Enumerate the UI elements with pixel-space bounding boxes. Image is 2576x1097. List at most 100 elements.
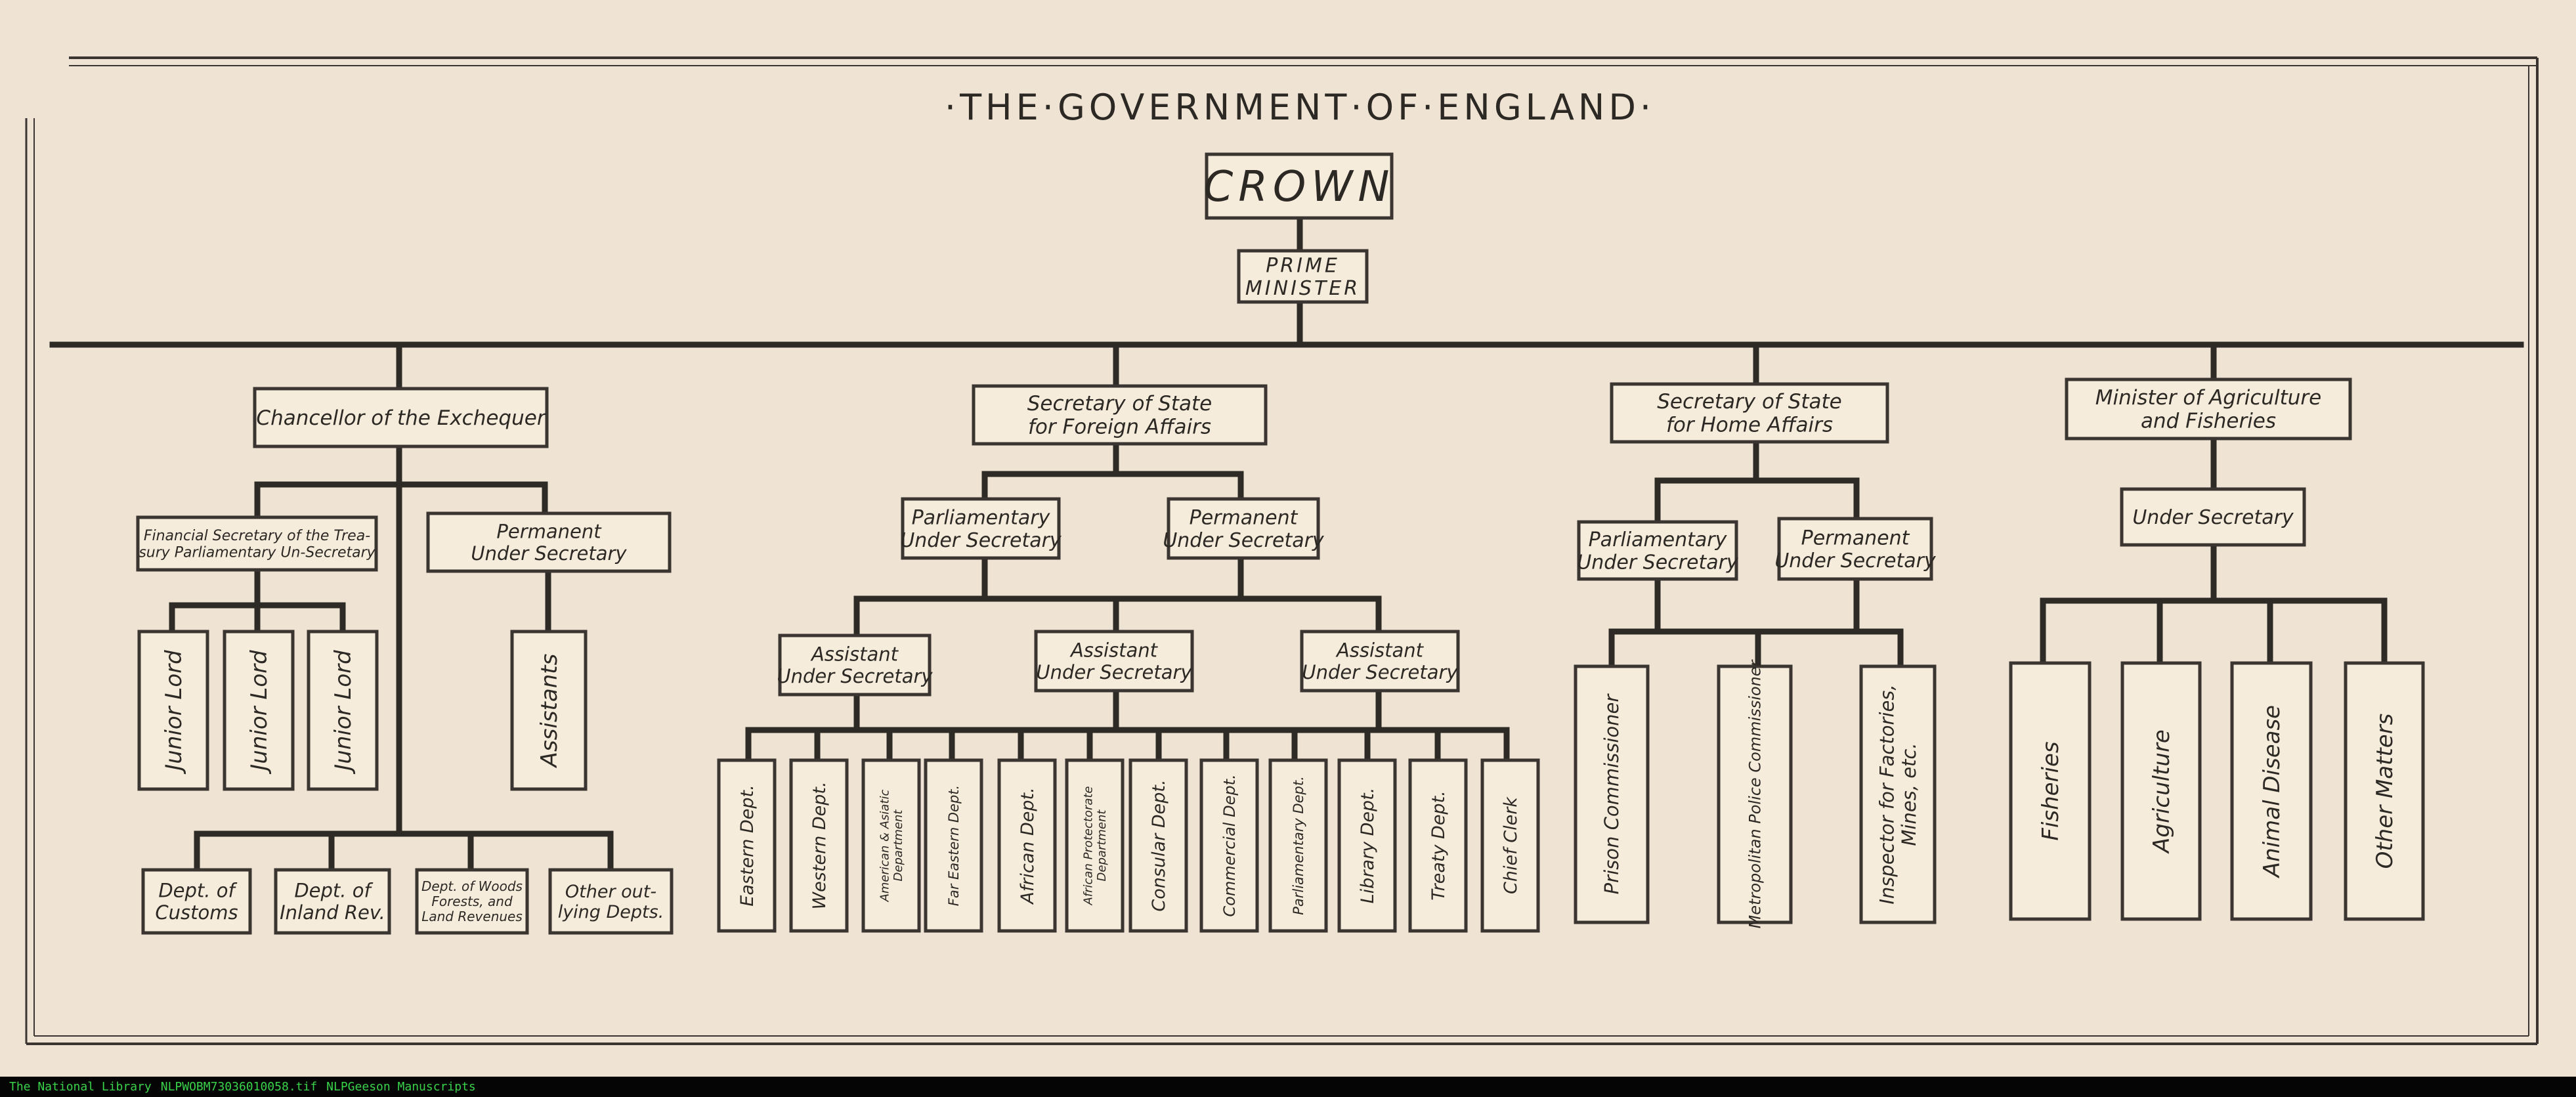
box-label: Agriculture — [2149, 729, 2175, 854]
box-label: Under Secretary — [1163, 529, 1325, 552]
box-border — [1859, 664, 1937, 924]
other-matters-box: Other Matters — [2344, 661, 2425, 921]
foreign-dept-box-5: African Dept. — [997, 758, 1057, 933]
box-label: Forests, and — [431, 893, 513, 909]
animal-disease-box: Animal Disease — [2230, 661, 2313, 921]
box-label: for Foreign Affairs — [1028, 416, 1211, 439]
box-label: Department — [891, 809, 905, 882]
box-label: Under Secretary — [2132, 506, 2294, 529]
box-border — [307, 630, 379, 791]
box-border — [274, 868, 391, 935]
box-label: sury Parliamentary Un-Secretary — [139, 544, 376, 561]
box-border — [1199, 758, 1259, 933]
box-border — [510, 630, 588, 791]
box-border — [1777, 517, 1933, 581]
box-border — [861, 758, 921, 933]
box-label: Permanent — [1801, 527, 1910, 549]
box-label: Far Eastern Dept. — [946, 785, 962, 906]
financial-secretary-box: Financial Secretary of the Trea-sury Par… — [136, 515, 378, 572]
box-border — [2344, 661, 2425, 921]
box-border — [2120, 487, 2306, 547]
footer-collection: NLPGeeson Manuscripts — [326, 1080, 476, 1094]
box-label: Eastern Dept. — [737, 785, 758, 906]
box-border — [426, 511, 672, 573]
box-border — [1337, 758, 1397, 933]
box-label: Prison Commissioner — [1600, 693, 1623, 895]
box-label: African Protectorate — [1081, 786, 1095, 905]
box-label: Inspector for Factories, — [1876, 684, 1898, 904]
box-border — [972, 384, 1268, 446]
agriculture-under-secretary-box: Under Secretary — [2120, 487, 2306, 547]
box-label: African Dept. — [1018, 787, 1038, 905]
box-border — [924, 758, 983, 933]
box-border — [1480, 758, 1540, 933]
box-border — [1717, 664, 1793, 924]
box-label: Parliamentary — [912, 506, 1051, 529]
box-border — [1610, 382, 1889, 444]
footer-file: NLPWOBM73036010058.tif — [160, 1080, 318, 1094]
box-label: Under Secretary — [900, 529, 1062, 552]
box-label: Western Dept. — [809, 781, 830, 909]
junior-lord-box-2: Junior Lord — [223, 630, 295, 791]
box-label: Permanent — [496, 520, 602, 542]
box-border — [1577, 520, 1738, 581]
metropolitan-police-box: Metropolitan Police Commissioner — [1717, 658, 1793, 928]
box-border — [1268, 758, 1328, 933]
foreign-dept-box-7: Consular Dept. — [1128, 758, 1188, 933]
box-label: Other Matters — [2372, 714, 2398, 869]
box-border — [717, 758, 777, 933]
box-label: Mines, etc. — [1898, 742, 1920, 846]
box-label: Parliamentary — [1589, 528, 1728, 551]
box-border — [548, 868, 674, 935]
box-label: Land Revenues — [421, 909, 523, 924]
box-label: Commercial Dept. — [1220, 774, 1239, 916]
chart-title: ·THE·GOVERNMENT·OF·ENGLAND· — [945, 87, 1655, 128]
box-label: Treaty Dept. — [1428, 790, 1449, 901]
box-border — [253, 387, 549, 448]
box-label: Junior Lord — [246, 650, 272, 775]
box-border — [415, 868, 529, 935]
box-label: Junior Lord — [330, 650, 356, 775]
box-label: Assistant — [1335, 639, 1425, 661]
box-border — [901, 497, 1061, 560]
foreign-dept-box-10: Library Dept. — [1337, 758, 1397, 933]
box-label: Secretary of State — [1027, 392, 1213, 416]
box-label: Under Secretary — [1302, 661, 1458, 683]
box-label: Library Dept. — [1358, 788, 1378, 904]
box-label: Under Secretary — [471, 542, 627, 565]
box-label: lying Depts. — [558, 902, 664, 922]
box-label: Under Secretary — [1577, 551, 1739, 574]
box-label: Secretary of State — [1657, 390, 1842, 414]
box-label: Inland Rev. — [280, 901, 385, 924]
box-label: Minister of Agriculture — [2095, 386, 2322, 410]
box-border — [789, 758, 849, 933]
box-border — [2230, 661, 2313, 921]
box-label: MINISTER — [1245, 277, 1360, 300]
box-label: Other out- — [565, 882, 656, 902]
box-label: Under Secretary — [1036, 661, 1192, 683]
box-label: Dept. of — [158, 879, 237, 901]
box-label: Parliamentary Dept. — [1291, 776, 1306, 915]
box-border — [1237, 249, 1369, 304]
foreign-dept-box-12: Chief Clerk — [1480, 758, 1540, 933]
box-border — [2065, 377, 2352, 441]
box-border — [1574, 664, 1650, 924]
box-label: for Home Affairs — [1666, 414, 1833, 437]
box-border — [2120, 661, 2202, 921]
box-label: Metropolitan Police Commissioner — [1746, 658, 1764, 928]
box-border — [136, 515, 378, 572]
foreign-dept-box-8: Commercial Dept. — [1199, 758, 1259, 933]
box-label: Chief Clerk — [1501, 796, 1521, 894]
box-border — [141, 868, 252, 935]
chancellor-exchequer-box: Chancellor of the Exchequer — [253, 387, 549, 448]
